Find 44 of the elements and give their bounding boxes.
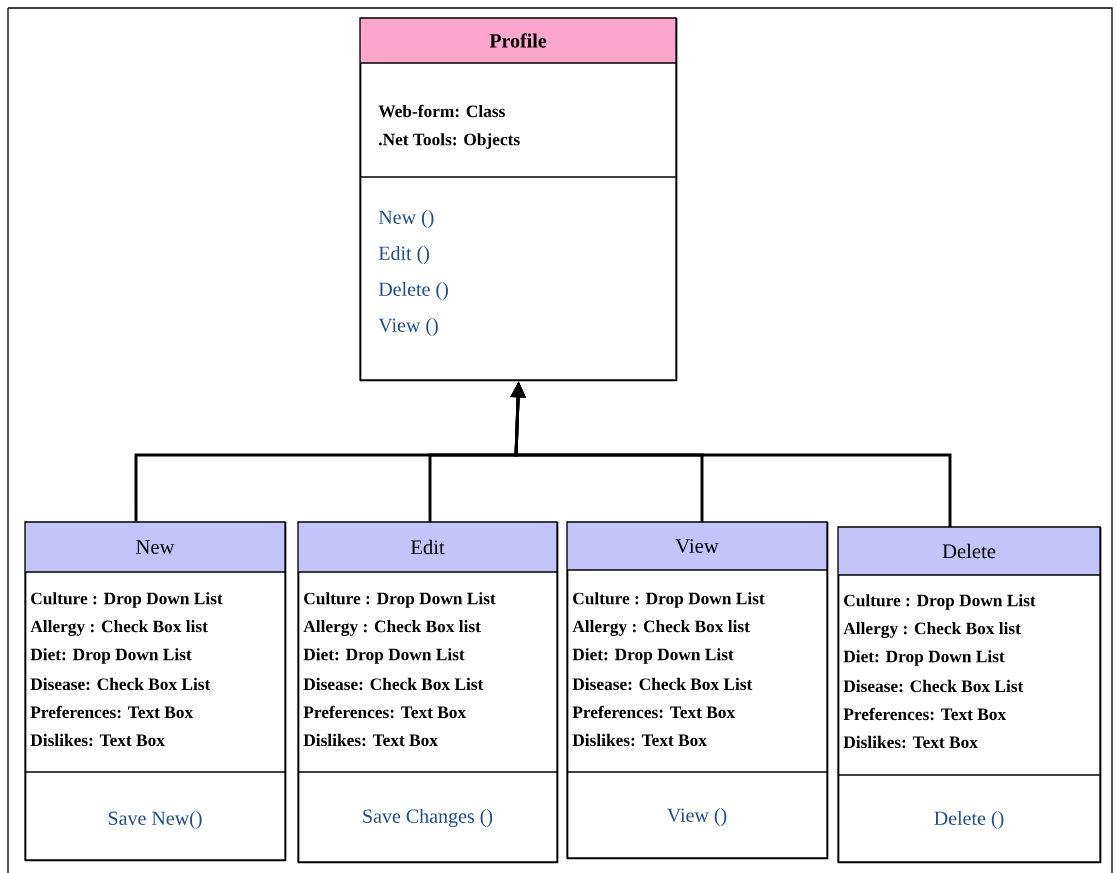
attribute-text: Preferences: Text Box (303, 705, 467, 719)
class-box (566, 521, 829, 860)
attribute-text: Allergy : Check Box list (30, 620, 208, 636)
attribute-text: Web-form: Class (378, 104, 505, 118)
class-name: Profile (489, 33, 547, 48)
method-text: New () (378, 209, 434, 229)
attribute-text: Preferences: Text Box (30, 705, 194, 719)
method-text: Delete () (378, 281, 448, 301)
attribute-text: Culture : Drop Down List (304, 592, 496, 608)
attribute-text: Culture : Drop Down List (31, 592, 223, 608)
attribute-text: Diet: Drop Down List (303, 648, 465, 664)
method-text: Edit () (378, 245, 430, 265)
attribute-text: Disease: Check Box List (843, 679, 1024, 693)
class-name: Delete (942, 543, 996, 559)
attribute-text: Allergy : Check Box list (572, 620, 750, 636)
attribute-text: Culture : Drop Down List (844, 594, 1036, 610)
method-text: View () (378, 317, 438, 337)
method-text: View () (667, 807, 727, 827)
attribute-text: Preferences: Text Box (572, 705, 736, 719)
attribute-text: Diet: Drop Down List (572, 648, 734, 664)
attribute-text: Culture : Drop Down List (573, 592, 765, 608)
attribute-text: Diet: Drop Down List (843, 650, 1005, 666)
attribute-text: Disease: Check Box List (30, 677, 211, 691)
attribute-text: Allergy : Check Box list (303, 620, 481, 636)
attribute-text: Dislikes: Text Box (30, 733, 165, 747)
class-box (837, 526, 1102, 864)
method-text: Delete () (934, 810, 1004, 830)
attribute-text: Disease: Check Box List (303, 677, 484, 691)
class-name: New (136, 540, 175, 554)
attribute-text: Preferences: Text Box (843, 707, 1007, 721)
attribute-text: Allergy : Check Box list (843, 622, 1021, 638)
class-box (24, 521, 287, 862)
attribute-text: Disease: Check Box List (572, 677, 753, 691)
class-box (297, 521, 559, 864)
attribute-text: Dislikes: Text Box (303, 733, 438, 747)
class-name: Edit (410, 539, 445, 555)
attribute-text: .Net Tools: Objects (379, 133, 520, 149)
class-box (359, 17, 678, 382)
attribute-text: Diet: Drop Down List (30, 648, 192, 664)
class-name: View (675, 539, 719, 553)
method-text: Save New() (108, 810, 202, 830)
method-text: Save Changes () (363, 808, 493, 828)
attribute-text: Dislikes: Text Box (843, 735, 978, 749)
attribute-text: Dislikes: Text Box (572, 733, 707, 747)
